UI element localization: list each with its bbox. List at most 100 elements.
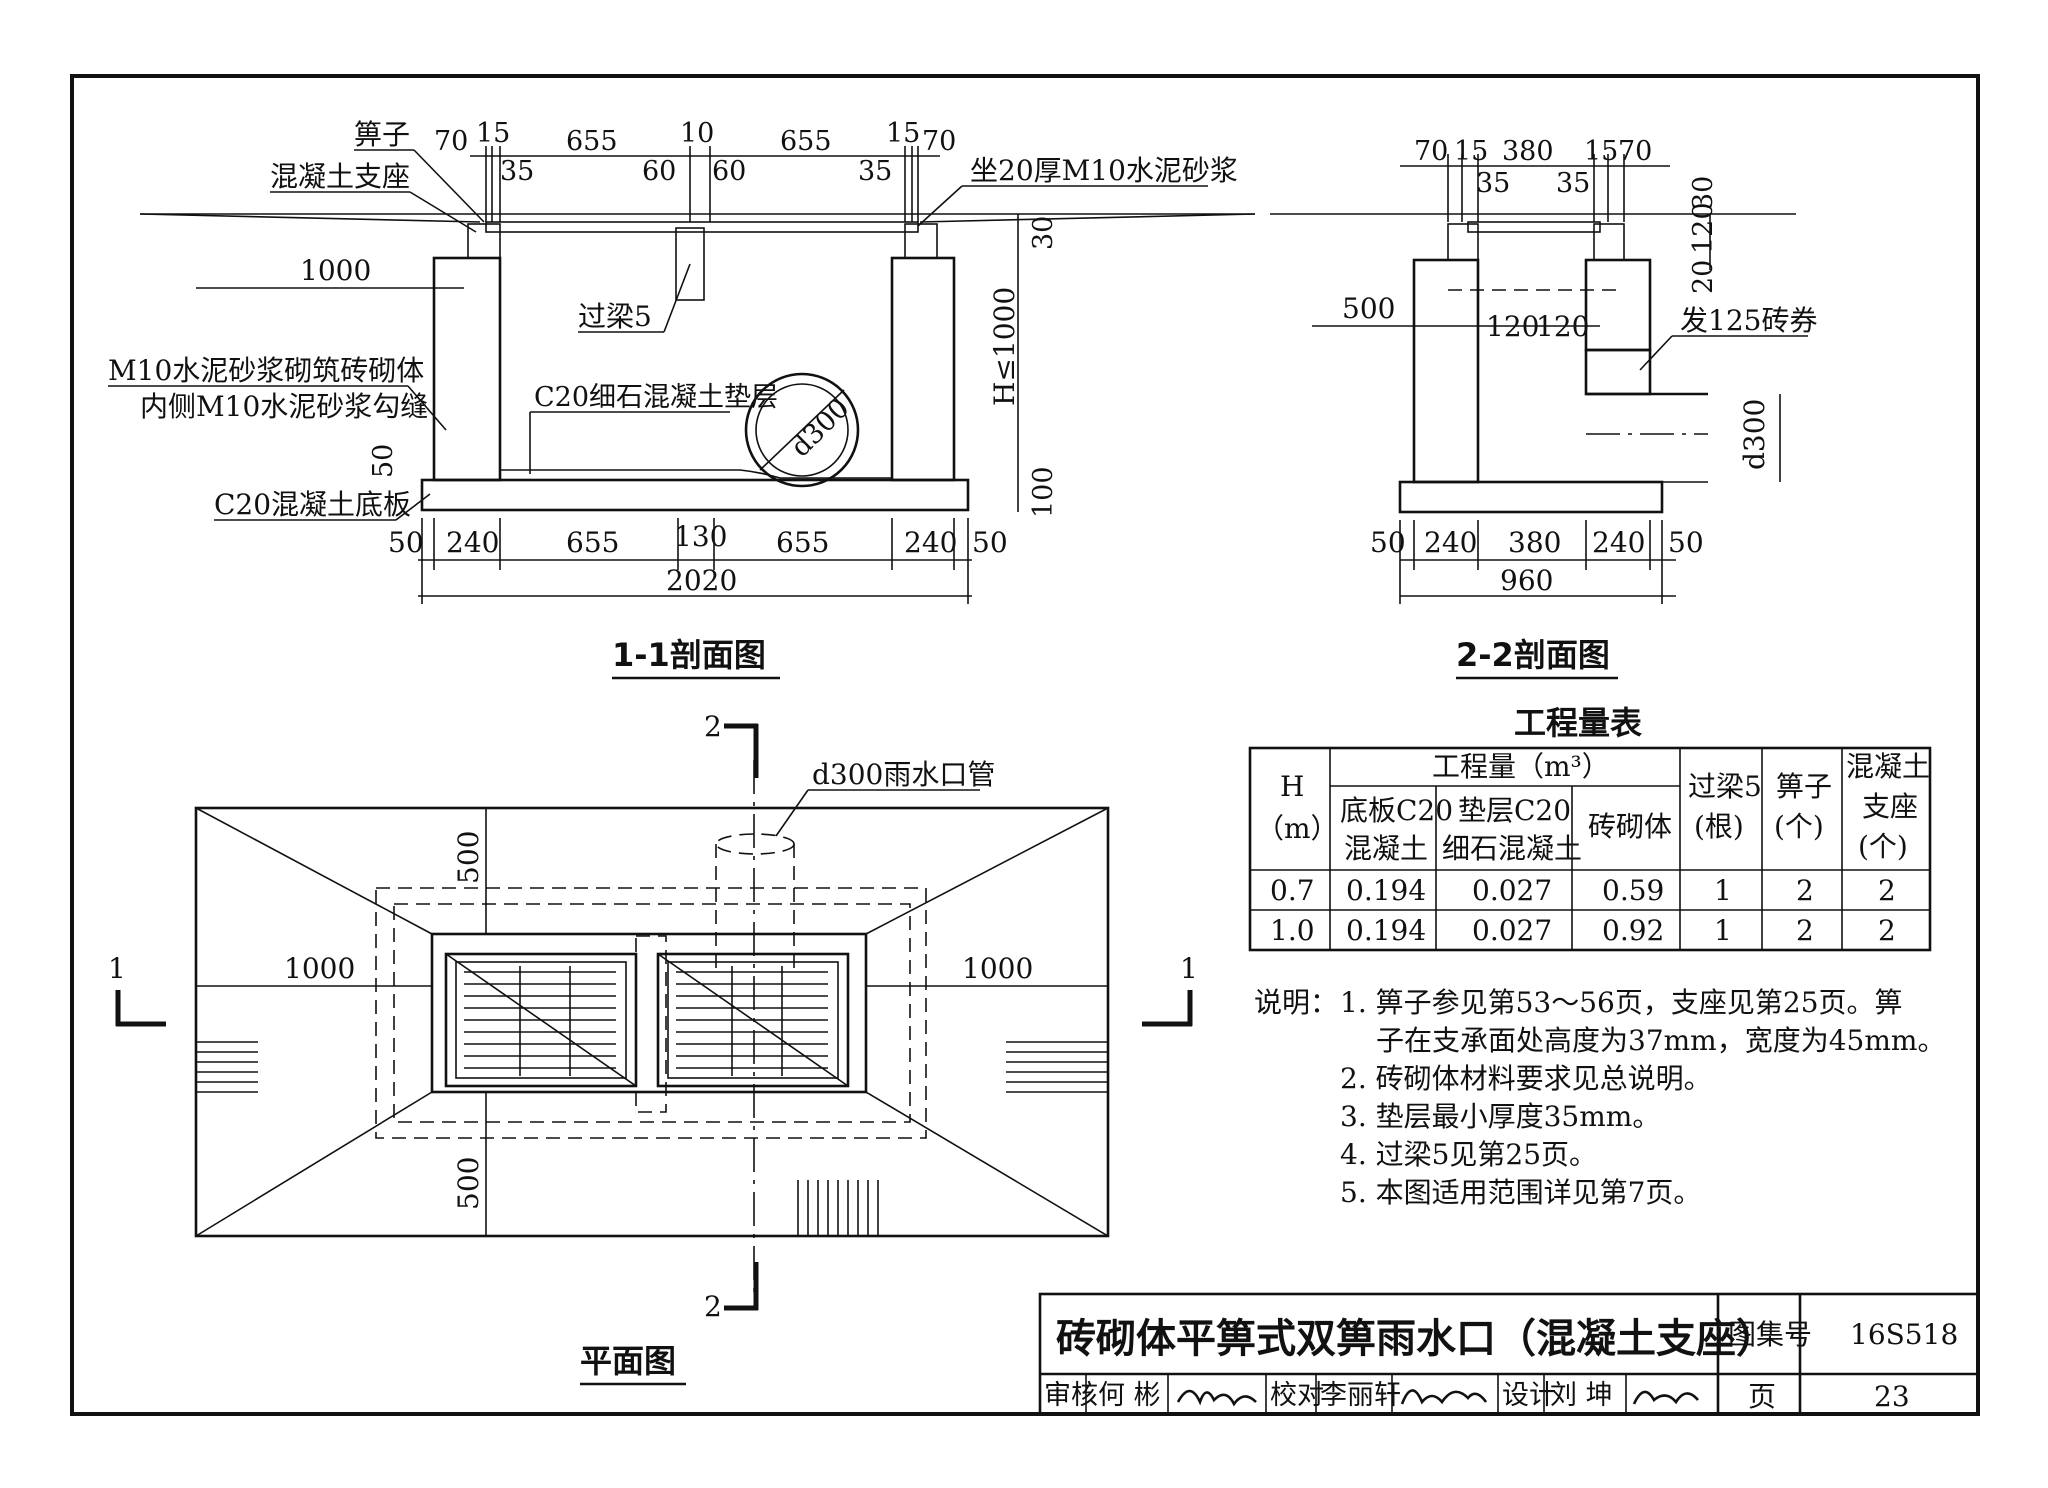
svg-text:底板C20: 底板C20 [1340,794,1453,827]
svg-text:0.027: 0.027 [1472,874,1552,907]
svg-text:3. 垫层最小厚度35mm。: 3. 垫层最小厚度35mm。 [1340,1100,1660,1133]
left-wall [432,256,502,482]
svg-text:0.194: 0.194 [1346,874,1426,907]
section-2-2: 70 15 380 15 70 35 35 30 120 20 500 120 … [1270,136,1817,680]
svg-text:2: 2 [704,1290,722,1323]
svg-text:(根): (根) [1694,810,1744,843]
callout-masonry-2: 内侧M10水泥砂浆勾缝 [140,390,428,423]
callout-beam: 过梁5 [578,300,652,333]
svg-text:4. 过梁5见第25页。: 4. 过梁5见第25页。 [1340,1138,1597,1171]
callout-masonry-1: M10水泥砂浆砌筑砖砌体 [108,354,424,387]
svg-text:子在支承面处高度为37mm，宽度为45mm。: 子在支承面处高度为37mm，宽度为45mm。 [1376,1024,1945,1057]
svg-text:(个): (个) [1774,810,1824,843]
svg-text:过梁5: 过梁5 [1688,770,1762,803]
svg-text:0.59: 0.59 [1602,874,1664,907]
section-1-1-title: 1-1剖面图 [612,636,766,674]
svg-text:说明：: 说明： [1254,986,1338,1019]
svg-text:60: 60 [712,156,746,187]
svg-text:细石混凝土: 细石混凝土 [1442,832,1582,865]
svg-text:35: 35 [858,156,892,187]
quantity-table: 工程量表 H （m） 工程量（m³） 底板C20 混凝土 垫层C20 细石混凝土… [1248,704,1932,952]
svg-text:70: 70 [1414,136,1448,167]
svg-text:审核: 审核 [1044,1380,1098,1411]
svg-text:240: 240 [1592,526,1645,559]
callout-cushion: C20细石混凝土垫层 [534,382,778,413]
svg-text:120: 120 [1536,310,1589,343]
svg-text:校对: 校对 [1270,1380,1324,1411]
svg-text:刘 坤: 刘 坤 [1550,1380,1613,1411]
total-width-2: 960 [1500,564,1553,597]
svg-text:页: 页 [1748,1380,1776,1413]
svg-text:1. 箅子参见第53～56页，支座见第25页。箅: 1. 箅子参见第53～56页，支座见第25页。箅 [1340,986,1903,1019]
svg-text:655: 655 [780,126,832,157]
svg-text:50: 50 [368,444,399,478]
svg-text:何 彬: 何 彬 [1098,1380,1161,1411]
svg-text:图集号: 图集号 [1728,1318,1812,1351]
table-row: 0.7 0.194 0.027 0.59 1 2 2 [1270,874,1896,907]
svg-text:2: 2 [1878,914,1896,947]
svg-text:1000: 1000 [962,952,1033,985]
plan-title: 平面图 [580,1342,676,1380]
svg-text:130: 130 [674,520,727,553]
svg-text:箅子: 箅子 [1776,770,1832,803]
title-block: 砖砌体平箅式双箅雨水口（混凝土支座） 图集号 16S518 页 23 审核 何 … [1038,1292,1980,1416]
notes: 说明： 1. 箅子参见第53～56页，支座见第25页。箅 子在支承面处高度为37… [1254,986,1945,1209]
svg-text:380: 380 [1508,526,1561,559]
svg-text:1: 1 [1714,914,1732,947]
section-1-1: d300 70 15 35 655 10 60 60 655 35 15 70 … [108,118,1256,680]
svg-text:支座: 支座 [1862,790,1918,823]
drawing-title: 砖砌体平箅式双箅雨水口（混凝土支座） [1056,1316,1776,1362]
svg-text:砖砌体: 砖砌体 [1588,810,1672,843]
svg-text:500: 500 [452,831,485,884]
svg-text:35: 35 [1476,168,1510,199]
svg-text:120: 120 [1688,202,1719,254]
svg-text:垫层C20: 垫层C20 [1458,794,1571,827]
svg-text:70: 70 [434,126,468,157]
svg-text:(个): (个) [1858,830,1908,863]
svg-text:120: 120 [1486,310,1539,343]
svg-text:d300: d300 [1738,399,1771,470]
svg-text:（m）: （m） [1256,812,1339,845]
svg-text:500: 500 [452,1157,485,1210]
svg-text:1000: 1000 [300,254,371,287]
svg-text:1.0: 1.0 [1270,914,1315,947]
base-slab [420,478,970,512]
plan-pipe-label: d300雨水口管 [812,758,995,791]
svg-text:70: 70 [1618,136,1652,167]
svg-text:15: 15 [1454,136,1488,167]
svg-text:2. 砖砌体材料要求见总说明。: 2. 砖砌体材料要求见总说明。 [1340,1062,1712,1095]
beam-5 [675,227,705,301]
svg-text:15: 15 [886,118,920,149]
svg-text:500: 500 [1342,292,1395,325]
top-dim-labels: 70 15 35 655 10 60 60 655 35 15 70 [434,118,956,187]
svg-text:240: 240 [446,526,499,559]
svg-text:655: 655 [566,526,619,559]
svg-text:H≤1000: H≤1000 [988,287,1021,406]
svg-text:655: 655 [776,526,829,559]
svg-text:50: 50 [388,526,424,559]
table-row: 1.0 0.194 0.027 0.92 1 2 2 [1270,914,1896,947]
callout-brick-arch: 发125砖券 [1680,304,1817,337]
svg-text:工程量表: 工程量表 [1514,704,1642,742]
svg-text:2: 2 [1878,874,1896,907]
callout-grate: 箅子 [354,118,410,151]
svg-text:1: 1 [108,952,126,985]
svg-text:240: 240 [904,526,957,559]
svg-text:100: 100 [1028,466,1059,518]
callout-mortar-bed: 坐20厚M10水泥砂浆 [970,154,1238,187]
svg-text:380: 380 [1502,136,1554,167]
svg-text:23: 23 [1874,1380,1910,1413]
svg-text:16S518: 16S518 [1850,1318,1958,1351]
svg-text:30: 30 [1028,216,1059,250]
svg-text:50: 50 [1370,526,1406,559]
svg-text:10: 10 [680,118,714,149]
svg-text:30: 30 [1688,176,1719,210]
svg-text:H: H [1280,770,1304,803]
svg-text:0.027: 0.027 [1472,914,1552,947]
svg-text:工程量（m³）: 工程量（m³） [1432,750,1610,783]
svg-text:李丽轩: 李丽轩 [1320,1380,1401,1411]
svg-text:70: 70 [922,126,956,157]
svg-text:0.7: 0.7 [1270,874,1315,907]
callout-concrete-seat: 混凝土支座 [270,160,410,193]
total-width: 2020 [666,564,737,597]
